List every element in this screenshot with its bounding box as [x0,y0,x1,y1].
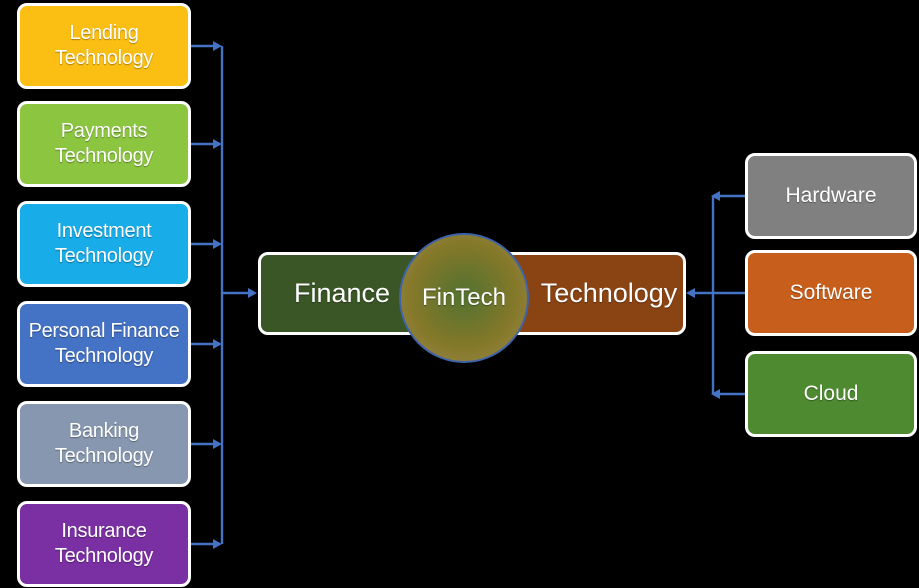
connector-payments-to-bus [191,139,222,149]
node-personal-finance-technology: Personal Finance Technology [17,301,191,387]
node-hardware: Hardware [745,153,917,239]
node-payments-technology-label: Payments Technology [54,120,154,167]
node-software: Software [745,250,917,336]
connector-investment-to-bus [191,239,222,249]
node-finance-label: Finance [293,278,391,308]
connector-hardware-to-bus [711,191,745,201]
connector-banking-to-bus [191,439,222,449]
node-payments-technology: Payments Technology [17,101,191,187]
connector-insurance-to-bus [191,539,222,549]
node-banking-technology-label: Banking Technology [54,420,154,467]
hub-fintech-label: FinTech [421,284,507,311]
connector-cloud-to-bus [711,389,745,399]
node-technology-label: Technology [540,278,678,308]
node-software-label: Software [789,281,873,304]
node-investment-technology: Investment Technology [17,201,191,287]
connector-lending-to-bus [191,41,222,51]
connector-bus-to-technology [686,288,745,298]
node-cloud: Cloud [745,351,917,437]
node-insurance-technology-label: Insurance Technology [54,520,154,567]
node-investment-technology-label: Investment Technology [54,220,154,267]
node-insurance-technology: Insurance Technology [17,501,191,587]
node-lending-technology: Lending Technology [17,3,191,89]
connector-personal-finance-to-bus [191,339,222,349]
node-cloud-label: Cloud [803,382,859,405]
node-lending-technology-label: Lending Technology [54,22,154,69]
connector-bus-to-finance [222,288,257,298]
node-personal-finance-technology-label: Personal Finance Technology [28,320,180,367]
node-hardware-label: Hardware [785,184,877,207]
node-technology: Technology [460,252,686,335]
hub-fintech-circle: FinTech [399,233,529,363]
node-banking-technology: Banking Technology [17,401,191,487]
